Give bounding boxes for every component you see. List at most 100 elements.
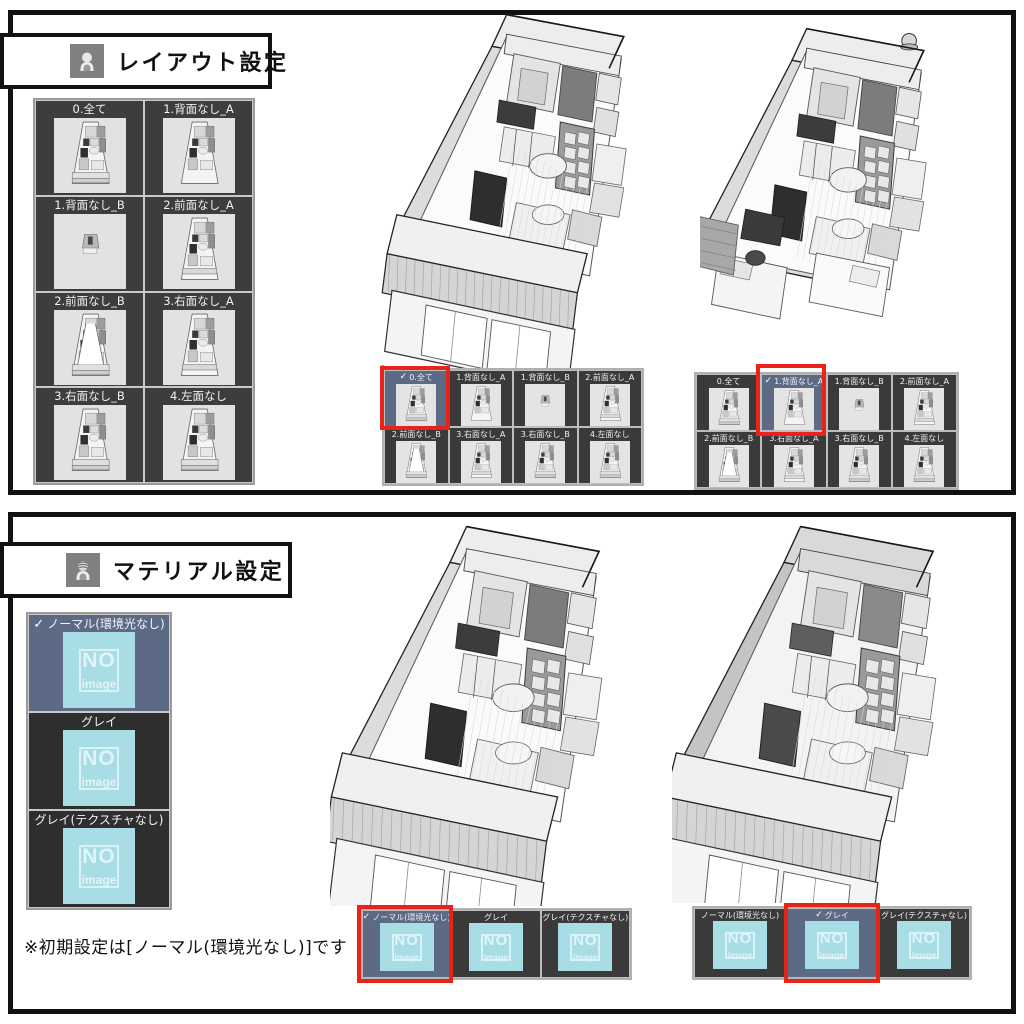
scene-head-icon	[70, 44, 104, 78]
layout-thumbnail-label: 1.背面なし_B	[521, 372, 570, 383]
layout-thumbnail-label: 2.前面なし_B	[392, 429, 441, 440]
layout-option-cell[interactable]: 2.前面なし_B	[35, 291, 144, 388]
layout-thumbnail-label: 3.右面なし_B	[835, 433, 884, 444]
layout-option-label: 0.全て	[72, 102, 107, 116]
layout-thumbnail-label: 3.右面なし_B	[521, 429, 570, 440]
layout-thumbnail-strip-left[interactable]: ✓0.全て 1.背面なし_A 1.背面なし_B 2.前面なし_A 2.前面なし_B 3.右…	[382, 368, 644, 486]
material-option-label: グレイ	[81, 715, 117, 730]
layout-thumbnail-label-text: 4.左面なし	[904, 434, 945, 443]
layout-section-title-badge: レイアウト設定	[0, 33, 286, 89]
no-image-placeholder: NO image	[558, 923, 613, 971]
layout-thumbnail-image	[904, 388, 945, 430]
check-icon: ✓	[399, 372, 408, 382]
layout-thumbnail-cell[interactable]: 3.右面なし_A	[448, 427, 513, 484]
layout-thumbnail-cell[interactable]: ✓0.全て	[384, 370, 449, 427]
layout-thumbnail-image	[460, 384, 501, 426]
layout-thumbnail-label-text: 1.背面なし_B	[834, 377, 884, 386]
material-thumbnail-cell[interactable]: ✓ノーマル(環境光なし) NO image	[362, 910, 452, 978]
layout-thumbnail-label: 4.左面なし	[905, 433, 945, 444]
layout-thumbnail-label: 2.前面なし_A	[900, 376, 949, 387]
render-layout-no-back-wall	[700, 27, 927, 320]
material-section-title: マテリアル設定	[113, 560, 285, 585]
layout-option-label: 2.前面なし_B	[54, 293, 125, 308]
layout-option-label: 2.前面なし_A	[163, 197, 234, 212]
layout-option-label: 4.左面なし	[170, 389, 227, 404]
layout-thumbnail-cell[interactable]: 1.背面なし_B	[826, 374, 892, 431]
layout-option-cell[interactable]: 3.右面なし_A	[144, 291, 253, 388]
layout-thumbnail-cell[interactable]: 1.背面なし_A	[448, 370, 513, 427]
layout-thumbnail-cell[interactable]: 2.前面なし_B	[384, 427, 449, 484]
material-thumbnail-label: ノーマル(環境光なし)	[701, 910, 779, 921]
layout-option-cell[interactable]: 1.背面なし_B	[35, 195, 144, 292]
check-icon: ✓	[362, 912, 371, 922]
layout-thumbnail-cell[interactable]: 0.全て	[696, 374, 762, 431]
layout-thumbnail-cell[interactable]: 4.左面なし	[577, 427, 642, 484]
layout-option-cell[interactable]: 0.全て	[35, 100, 144, 196]
layout-option-cell[interactable]: 2.前面なし_A	[144, 195, 253, 292]
layout-thumbnail-image	[773, 388, 814, 430]
check-icon: ✓	[815, 910, 823, 920]
layout-section-title: レイアウト設定	[117, 51, 289, 76]
layout-option-thumbnail	[53, 309, 126, 385]
layout-thumbnail-label-text: 2.前面なし_A	[899, 377, 949, 386]
layout-thumbnail-cell[interactable]: 3.右面なし_B	[826, 431, 892, 488]
layout-thumbnail-label: ✓1.背面なし_A	[765, 376, 824, 387]
layout-thumbnail-cell[interactable]: 3.右面なし_A	[761, 431, 827, 488]
layout-thumbnail-cell[interactable]: 2.前面なし_B	[696, 431, 762, 488]
layout-thumbnail-cell[interactable]: ✓1.背面なし_A	[761, 374, 827, 431]
layout-thumbnail-label: 2.前面なし_A	[585, 372, 634, 383]
no-image-line1: NO	[394, 931, 419, 949]
render-material-normal	[330, 525, 603, 906]
layout-thumbnail-cell[interactable]: 3.右面なし_B	[513, 427, 578, 484]
material-thumbnail-label: ✓ノーマル(環境光なし)	[362, 912, 450, 923]
layout-option-cell[interactable]: 4.左面なし	[144, 387, 253, 483]
layout-thumbnail-strip-right[interactable]: 0.全て ✓1.背面なし_A 1.背面なし_B 2.前面なし_A 2.前面なし_B 3.右…	[694, 372, 959, 490]
layout-option-thumbnail	[53, 405, 126, 481]
render-layout-all	[381, 13, 627, 368]
layout-thumbnail-cell[interactable]: 2.前面なし_A	[891, 374, 957, 431]
material-thumbnail-label: グレイ	[484, 912, 508, 923]
layout-thumbnail-label: 4.左面なし	[590, 429, 630, 440]
layout-thumbnail-image	[525, 441, 566, 483]
no-image-line2: image	[394, 951, 419, 962]
layout-thumbnail-label-text: 3.右面なし_B	[520, 430, 570, 439]
layout-thumbnail-image	[708, 388, 749, 430]
layout-thumbnail-label-text: 3.右面なし_B	[834, 434, 884, 443]
no-image-line2: image	[573, 951, 598, 962]
no-image-line2: image	[81, 873, 117, 887]
layout-thumbnail-label-text: 2.前面なし_B	[704, 434, 754, 443]
layout-thumbnail-label-text: 0.全て	[716, 377, 741, 386]
material-thumbnail-label-text: グレイ	[824, 911, 849, 920]
layout-thumbnail-cell[interactable]: 4.左面なし	[891, 431, 957, 488]
material-default-note: ※初期設定は[ノーマル(環境光なし)]です	[24, 938, 348, 958]
no-image-line1: NO	[573, 931, 598, 949]
material-option-label: ✓ノーマル(環境光なし)	[33, 617, 164, 632]
layout-thumbnail-label-text: 1.背面なし_A	[456, 373, 506, 382]
no-image-line2: image	[81, 775, 117, 789]
layout-thumbnail-cell[interactable]: 2.前面なし_A	[577, 370, 642, 427]
no-image-placeholder: NO image	[379, 923, 434, 971]
layout-thumbnail-label: 0.全て	[717, 376, 741, 387]
layout-option-cell[interactable]: 3.右面なし_B	[35, 387, 144, 483]
layout-thumbnail-cell[interactable]: 1.背面なし_B	[513, 370, 578, 427]
layout-option-cell[interactable]: 1.背面なし_A	[144, 100, 253, 196]
layout-thumbnail-label: 3.右面なし_A	[769, 433, 818, 444]
layout-thumbnail-image	[525, 384, 566, 426]
layout-thumbnail-label-text: 0.全て	[409, 373, 433, 382]
layout-thumbnail-label: ✓0.全て	[400, 372, 433, 383]
material-thumbnail-label: ✓グレイ	[815, 910, 849, 921]
